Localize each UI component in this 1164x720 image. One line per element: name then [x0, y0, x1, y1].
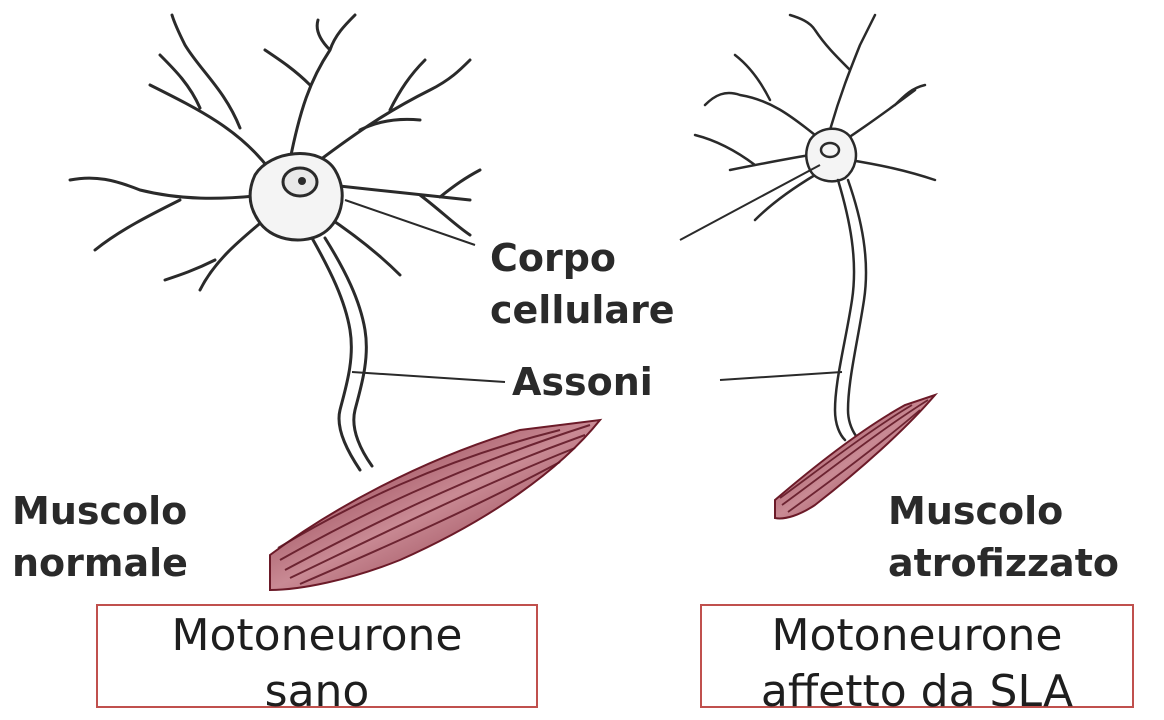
leader-cell-body-right: [680, 165, 820, 240]
sla-dendrites: [695, 15, 935, 220]
normal-muscle: [270, 420, 600, 590]
leader-axon-right: [720, 372, 842, 380]
healthy-axon: [312, 238, 360, 470]
healthy-neuron: [70, 15, 480, 470]
sla-caption-line-1: Motoneurone: [702, 608, 1132, 664]
normal-muscle-label: Muscolo normale: [12, 485, 188, 589]
leader-axon-left: [352, 372, 505, 382]
healthy-caption-box: Motoneurone sano: [96, 604, 538, 708]
sla-cell-body: [806, 129, 856, 182]
atrophied-muscle-label: Muscolo atrofizzato: [888, 485, 1119, 589]
sla-caption-box: Motoneurone affetto da SLA: [700, 604, 1134, 708]
cell-body-label: Corpo cellulare: [490, 232, 675, 336]
axons-label: Assoni: [512, 356, 653, 408]
sla-neuron: [695, 15, 935, 440]
healthy-caption-line-1: Motoneurone: [98, 608, 536, 664]
sla-axon: [835, 180, 854, 440]
healthy-dendrites: [70, 15, 480, 290]
